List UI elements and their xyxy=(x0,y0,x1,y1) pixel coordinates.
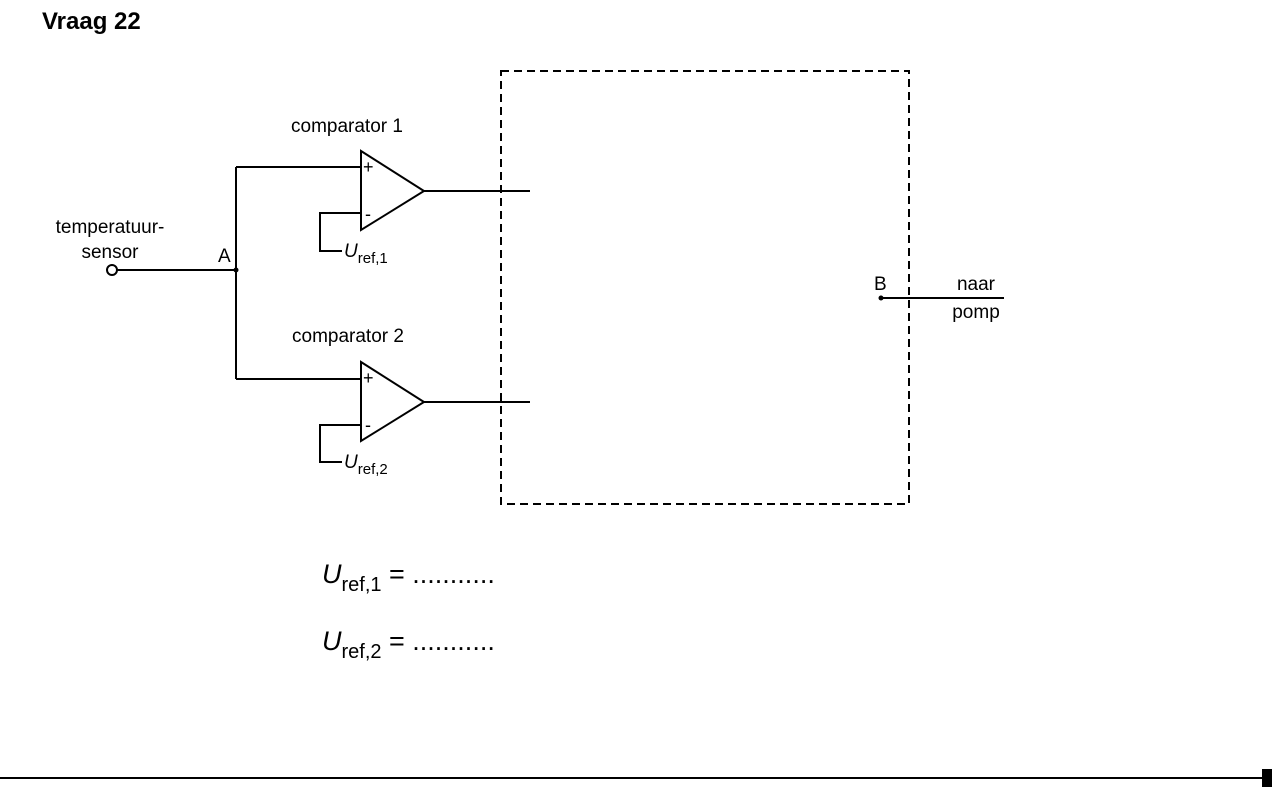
comparator1-symbol xyxy=(360,149,426,232)
uref1-label: Uref,1 xyxy=(344,241,388,267)
sensor-label-line2: sensor xyxy=(81,242,139,263)
comparator2-minus: - xyxy=(365,415,371,435)
question-title: Vraag 22 xyxy=(42,8,141,35)
comparator2-ref-wire xyxy=(319,424,361,463)
uref2-label: Uref,2 xyxy=(344,452,388,478)
comparator2-plus: + xyxy=(363,368,374,388)
sensor-label-line1: temperatuur- xyxy=(56,217,165,238)
logic-drawing-box[interactable] xyxy=(500,70,910,505)
comparator1-label: comparator 1 xyxy=(291,116,403,137)
comparator1-minus: - xyxy=(365,204,371,224)
comparator2-label: comparator 2 xyxy=(292,326,404,347)
node-b-label: B xyxy=(874,274,887,295)
answer-uref1: Uref,1 = ........... xyxy=(322,559,495,596)
comparator1-plus: + xyxy=(363,157,374,177)
comparator1-ref-wire xyxy=(319,212,361,252)
rule-end-marker xyxy=(1262,769,1272,787)
answer-uref2: Uref,2 = ........... xyxy=(322,626,495,663)
node-a-label: A xyxy=(218,246,231,267)
output-label-line1: naar xyxy=(957,274,996,295)
output-label-line2: pomp xyxy=(952,302,1000,323)
comparator2-symbol xyxy=(360,360,426,443)
sensor-terminal xyxy=(106,264,118,276)
